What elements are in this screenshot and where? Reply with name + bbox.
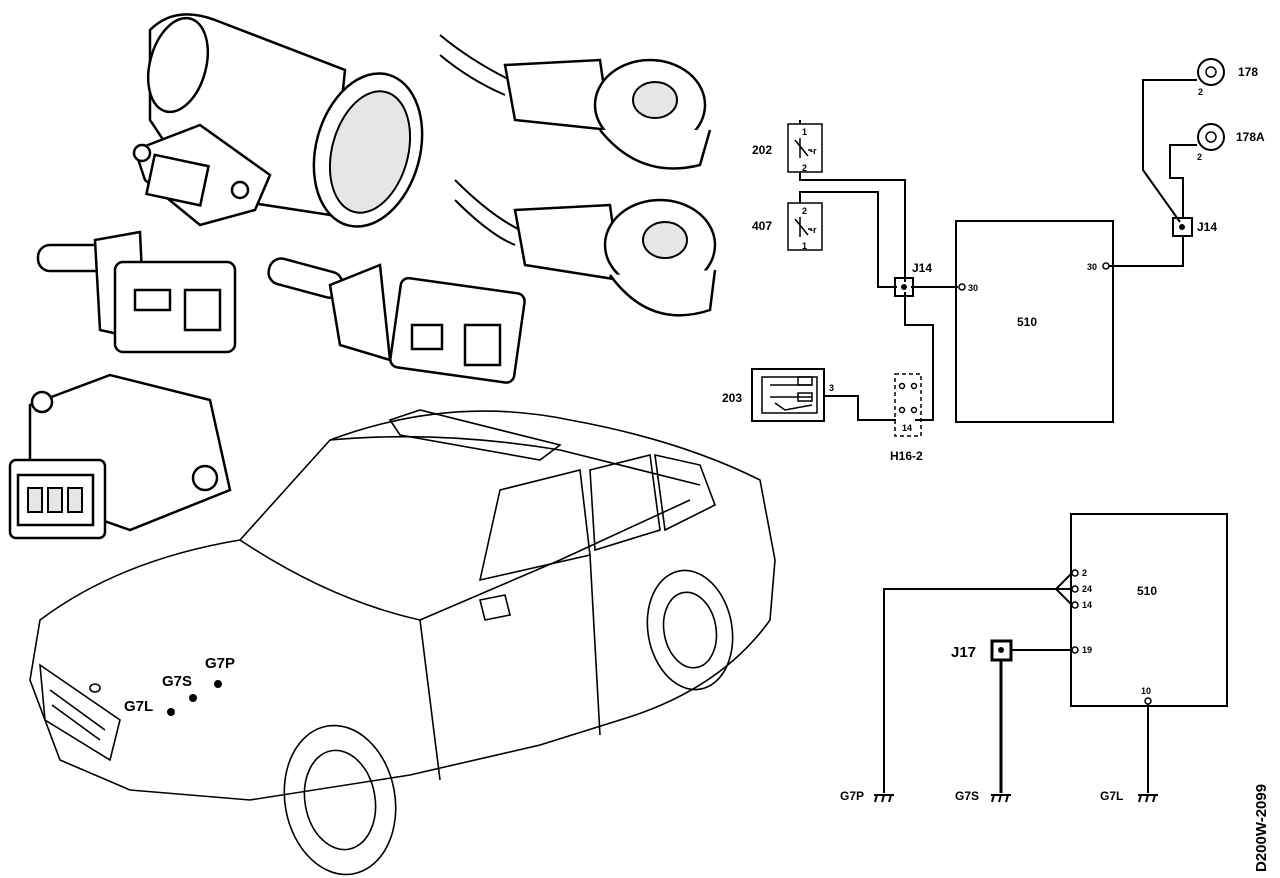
connector-h16-2	[894, 373, 922, 437]
car-label-g7p: G7P	[205, 655, 235, 672]
label-203: 203	[722, 391, 742, 405]
pin-202-1: 1	[802, 127, 807, 137]
label-ground-g7p: G7P	[840, 789, 864, 803]
ground-g7p-symbol	[874, 794, 894, 803]
junction-j17	[990, 639, 1013, 662]
pin-ecu-10: 10	[1141, 686, 1151, 696]
knock-sensor-upper-illustration	[439, 34, 712, 170]
throttle-sensor-illustration	[8, 373, 232, 540]
air-mass-meter-illustration	[132, 13, 424, 228]
upper-wiring	[799, 120, 958, 421]
label-j14-right: J14	[1197, 220, 1217, 234]
pin-ecu-24: 24	[1082, 584, 1092, 594]
car-label-g7s: G7S	[162, 673, 192, 690]
label-ground-g7l: G7L	[1100, 789, 1123, 803]
sensor-203-symbol	[751, 368, 825, 422]
label-ecu-lower: 510	[1137, 584, 1157, 598]
pin-202-2: 2	[802, 163, 807, 173]
label-202: 202	[752, 143, 772, 157]
diagram-code: D200W-2099	[1253, 784, 1270, 872]
knock-sensor-178-symbol	[1197, 58, 1225, 86]
pin-407-2: 2	[802, 206, 807, 216]
ecu-510-upper	[955, 220, 1114, 423]
car-illustration	[29, 409, 776, 876]
g7p-location-dot	[214, 680, 222, 688]
label-407: 407	[752, 219, 772, 233]
knock-sensor-178a-symbol	[1197, 123, 1225, 151]
ecu-510-lower	[1070, 513, 1228, 707]
ground-g7s-symbol	[991, 794, 1011, 803]
knock-sensor-lower-illustration	[454, 179, 717, 317]
junction-j14-left	[894, 277, 914, 297]
pin-407-sym: -r	[810, 225, 817, 235]
temperature-sensor-right-illustration	[267, 257, 526, 384]
pin-ecu-14: 14	[1082, 600, 1092, 610]
ground-g7l-symbol	[1138, 794, 1158, 803]
sensor-202-symbol	[787, 123, 823, 173]
temperature-sensor-left-illustration	[36, 230, 237, 354]
ground-wiring	[883, 572, 1149, 793]
sensor-407-symbol	[787, 202, 823, 251]
pin-ecu-left-30: 30	[968, 283, 978, 293]
label-ground-g7s: G7S	[955, 789, 979, 803]
junction-j14-right	[1172, 217, 1193, 237]
g7s-location-dot	[189, 694, 197, 702]
label-ecu-upper: 510	[1017, 315, 1037, 329]
knock-sensor-wiring	[1109, 79, 1197, 267]
pin-407-1: 1	[802, 241, 807, 251]
pin-202-sym: -r	[810, 146, 817, 156]
label-178: 178	[1238, 65, 1258, 79]
pin-ecu-19: 19	[1082, 645, 1092, 655]
pin-ecu-right-30: 30	[1087, 262, 1097, 272]
car-label-g7l: G7L	[124, 698, 153, 715]
g7l-location-dot	[167, 708, 175, 716]
label-j14-left: J14	[912, 261, 932, 275]
pin-h16-14: 14	[902, 423, 912, 433]
label-j17: J17	[951, 644, 976, 661]
pin-178-2: 2	[1198, 87, 1203, 97]
pin-203-3: 3	[829, 383, 834, 393]
label-178a: 178A	[1236, 130, 1265, 144]
pin-178a-2: 2	[1197, 152, 1202, 162]
pin-ecu-2: 2	[1082, 568, 1087, 578]
label-h16-2: H16-2	[890, 449, 923, 463]
